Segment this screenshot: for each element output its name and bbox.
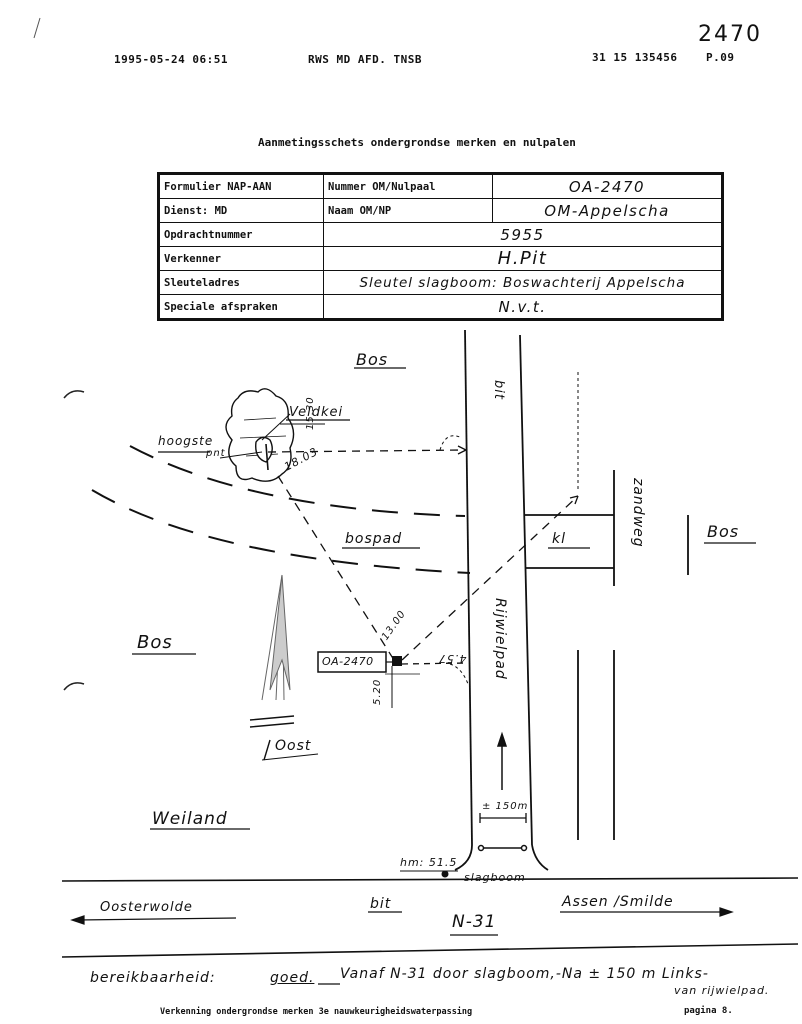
weiland-label: Weiland <box>152 809 228 829</box>
form-row-dienst: Dienst: MD Naam OM/NP OM-Appelscha <box>158 198 723 223</box>
label-underlines <box>132 367 756 985</box>
verkenner-value: H.Pit <box>323 246 723 271</box>
fax-artifact-mark <box>33 17 41 39</box>
bos-left-label: Bos <box>137 632 173 653</box>
road-name-label: N-31 <box>452 912 497 932</box>
zandweg-label: zandweg <box>630 478 646 548</box>
dist-457-label: 4.57 <box>438 652 467 665</box>
access-text-2: van rijwielpad. <box>674 984 770 997</box>
document-title: Aanmetingsschets ondergrondse merken en … <box>258 136 576 149</box>
measure-marker-zandweg-arrow <box>569 495 579 505</box>
footer-page: pagina 8. <box>684 1006 733 1016</box>
bospad-label: bospad <box>345 531 403 547</box>
form-row-sleutel: Sleuteladres Sleutel slagboom: Boswachte… <box>158 270 723 295</box>
oost-marker <box>249 715 319 761</box>
marker-square <box>392 656 402 666</box>
bos-right-label: Bos <box>707 522 740 541</box>
rijwielpad-label: Rijwielpad <box>492 598 508 680</box>
assen-smilde-label: Assen /Smilde <box>562 894 674 910</box>
measure-stone-arrow <box>457 445 467 455</box>
naam-value: OM-Appelscha <box>492 198 723 223</box>
nummer-value: OA-2470 <box>492 173 723 199</box>
form-row-speciale: Speciale afspraken N.v.t. <box>158 294 723 320</box>
measure-marker-zandweg <box>401 495 579 661</box>
pnt-label: pnt <box>206 448 226 459</box>
dist-150-label: ± 150m <box>482 801 529 812</box>
handwritten-number: 2470 <box>698 22 762 47</box>
speciale-label: Speciale afspraken <box>158 294 324 320</box>
access-quality: goed. <box>270 970 315 986</box>
bit-vertical-label: bit <box>491 380 506 400</box>
distance-150-marker <box>479 813 527 823</box>
fax-number: 31 15 135456 <box>592 51 678 64</box>
bit-road-label: bit <box>370 896 392 912</box>
hm-label: hm: 51.5 <box>400 856 458 869</box>
veldkei-label: Veldkei <box>289 405 344 420</box>
main-road-n31 <box>61 877 799 958</box>
kl-connector <box>524 514 614 569</box>
measure-stone-road <box>267 449 467 453</box>
footer-text: Verkenning ondergrondse merken 3e nauwke… <box>160 1007 473 1017</box>
measure-marker-road <box>401 662 469 665</box>
access-label: bereikbaarheid: <box>90 970 216 986</box>
form-row-verkenner: Verkenner H.Pit <box>158 246 723 271</box>
marker-label: OA-2470 <box>322 655 374 668</box>
nummer-label: Nummer OM/Nulpaal <box>323 173 493 199</box>
rijwielpad-road <box>454 329 549 871</box>
hoogste-label: hoogste <box>158 434 214 448</box>
arrow-left-icon <box>70 915 237 925</box>
fax-sender: RWS MD AFD. TNSB <box>308 53 422 66</box>
naam-label: Naam OM/NP <box>323 198 493 223</box>
punch-hole-mark-top <box>63 390 85 399</box>
access-text: Vanaf N-31 door slagboom,-Na ± 150 m Lin… <box>340 966 709 982</box>
oosterwolde-label: Oosterwolde <box>100 900 193 915</box>
oost-label: Oost <box>275 738 312 754</box>
slagboom-label: slagboom <box>464 871 526 884</box>
measure-stone-curve <box>439 435 463 451</box>
dienst-label: Dienst: MD <box>158 198 324 223</box>
arrow-right-icon <box>560 907 734 917</box>
dist-1530-label: 15.30 <box>305 396 316 430</box>
kl-label: kl <box>552 531 566 547</box>
measure-stone-marker <box>277 475 395 661</box>
fax-datetime: 1995-05-24 06:51 <box>114 53 228 66</box>
veldkei-stone <box>225 388 295 482</box>
verkenner-label: Verkenner <box>158 246 324 271</box>
measure-marker-curve <box>449 663 469 685</box>
veldkei-leader <box>261 413 291 441</box>
sleutel-value: Sleutel slagboom: Boswachterij Appelscha <box>323 270 723 295</box>
zandweg-road <box>577 372 689 840</box>
up-arrow-icon <box>496 731 508 790</box>
hoogste-leader <box>219 451 263 459</box>
slagboom-bar <box>477 844 528 852</box>
dist-520-label: 5.20 <box>372 678 383 705</box>
bos-top-label: Bos <box>356 350 389 369</box>
north-arrow-icon <box>261 574 291 701</box>
speciale-value: N.v.t. <box>323 294 723 320</box>
sleutel-label: Sleuteladres <box>158 270 324 295</box>
punch-hole-mark-bottom <box>63 682 85 691</box>
hm-point-dot <box>441 870 449 878</box>
form-row-opdracht: Opdrachtnummer 5955 <box>158 222 723 247</box>
fax-page: P.09 <box>706 51 735 64</box>
form-table: Formulier NAP-AAN Nummer OM/Nulpaal OA-2… <box>157 172 724 321</box>
